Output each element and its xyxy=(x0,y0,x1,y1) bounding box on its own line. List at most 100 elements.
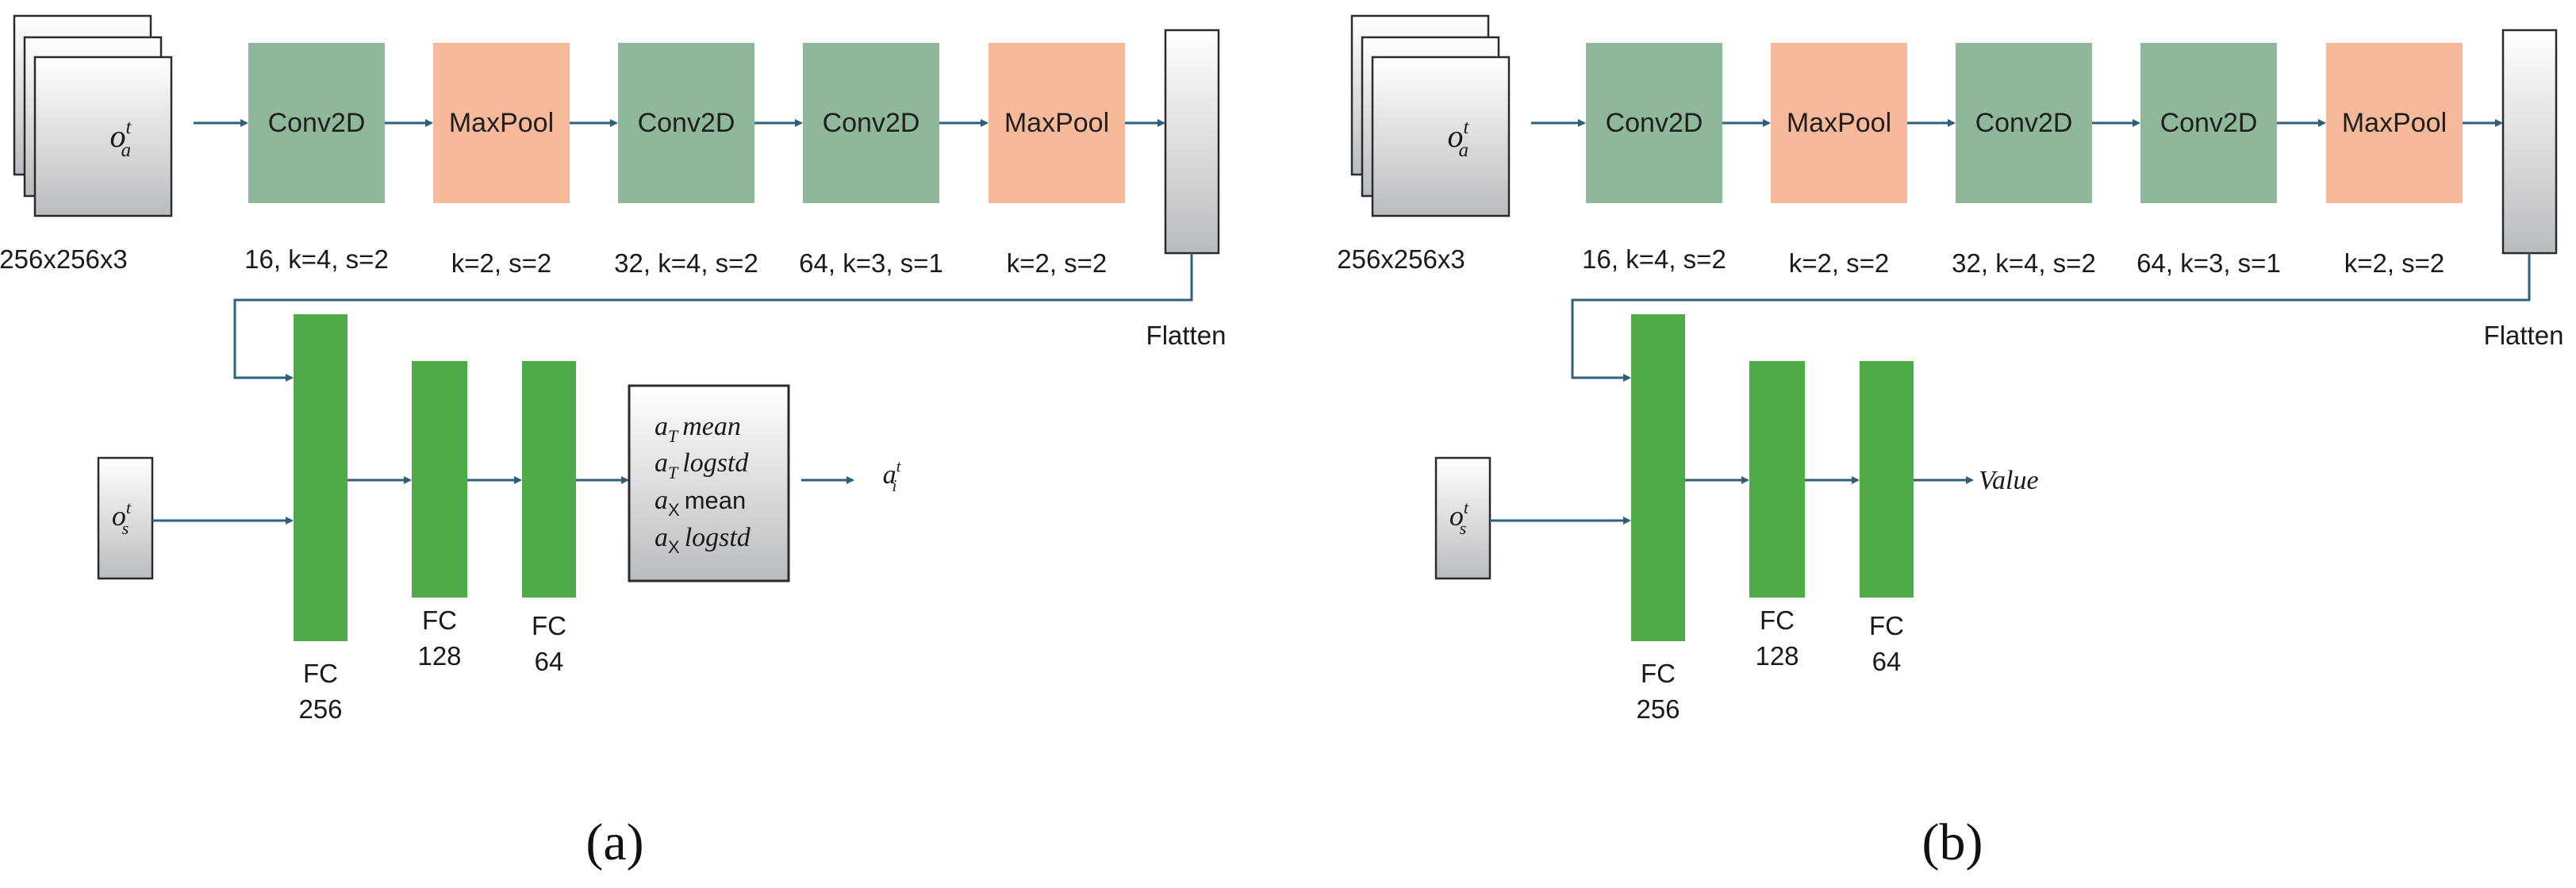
action-output-symbol-superscript: t xyxy=(896,457,902,476)
fc-layer-128: FC 128 xyxy=(412,361,467,671)
head-symbol: a xyxy=(655,486,668,515)
cnn-block-2: MaxPool k=2, s=2 xyxy=(1771,43,1907,278)
fc-size: 256 xyxy=(1636,694,1680,724)
conv2d-name: Conv2D xyxy=(2160,108,2258,138)
fc-size: 64 xyxy=(535,647,564,676)
maxpool-name: MaxPool xyxy=(449,108,554,138)
layer-params-label: 64, k=3, s=1 xyxy=(2136,248,2281,278)
conv2d-box xyxy=(618,43,754,203)
state-input-symbol-subscript: s xyxy=(1460,518,1467,538)
image-input-symbol-subscript: a xyxy=(121,140,131,161)
flatten-label: Flatten xyxy=(1146,321,1227,350)
maxpool-box xyxy=(989,43,1125,203)
head-symbol: a xyxy=(655,448,668,478)
head-subscript: X xyxy=(668,537,680,557)
conv2d-name: Conv2D xyxy=(1606,108,1703,138)
fc-size: 128 xyxy=(1755,641,1799,671)
fc-bar xyxy=(1860,361,1914,598)
image-frame-2 xyxy=(33,56,173,217)
layer-params-label: k=2, s=2 xyxy=(1789,248,1890,278)
fc-size: 256 xyxy=(298,694,342,724)
fc-bar xyxy=(412,361,467,598)
fc-bar xyxy=(294,314,347,641)
panel-caption: (a) xyxy=(585,813,643,871)
image-input-stack xyxy=(13,14,173,217)
flatten-box xyxy=(2501,29,2558,255)
layer-params-label: 16, k=4, s=2 xyxy=(244,244,389,274)
fc-layer-128: FC 128 xyxy=(1749,361,1805,671)
input-size-label: 256x256x3 xyxy=(0,244,128,274)
state-input-symbol-subscript: s xyxy=(122,518,129,538)
cnn-block-1: Conv2D 16, k=4, s=2 xyxy=(1582,43,1726,274)
fc-size: 128 xyxy=(417,641,461,671)
maxpool-name: MaxPool xyxy=(1787,108,1891,138)
head-quantity: mean xyxy=(682,412,741,441)
cnn-block-5: MaxPool k=2, s=2 xyxy=(2326,43,2463,278)
action-output-symbol-symbol: a xyxy=(883,460,896,490)
layer-params-label: 64, k=3, s=1 xyxy=(799,248,943,278)
head-quantity: logstd xyxy=(685,523,751,552)
fc-name: FC xyxy=(1869,611,1904,640)
head-subscript: X xyxy=(668,500,680,520)
state-input-symbol-superscript: t xyxy=(126,498,132,517)
head-subscript: T xyxy=(668,426,679,446)
layer-params-label: k=2, s=2 xyxy=(2344,248,2445,278)
value-output-label: Value xyxy=(1979,466,2039,495)
fc-name: FC xyxy=(303,659,338,688)
conv2d-name: Conv2D xyxy=(1975,108,2073,138)
conv2d-box xyxy=(803,43,939,203)
conv2d-box xyxy=(1586,43,1722,203)
layer-params-label: 16, k=4, s=2 xyxy=(1582,244,1726,274)
panel-caption: (b) xyxy=(1922,813,1983,871)
state-input-box xyxy=(1434,456,1491,580)
fc-name: FC xyxy=(1760,605,1795,635)
conv2d-box xyxy=(1956,43,2092,203)
action-output-symbol-subscript: i xyxy=(893,476,897,495)
fc-bar xyxy=(522,361,576,598)
state-input-symbol-symbol: o xyxy=(1449,500,1464,532)
fc-layer-64: FC 64 xyxy=(522,361,576,676)
conv2d-name: Conv2D xyxy=(823,108,920,138)
arrow-flatten-to-fc xyxy=(233,253,1193,382)
fc-bar xyxy=(1631,314,1685,641)
conv2d-name: Conv2D xyxy=(268,108,366,138)
input-size-label: 256x256x3 xyxy=(1337,244,1465,274)
state-input-symbol-superscript: t xyxy=(1464,498,1469,517)
layer-params-label: 32, k=4, s=2 xyxy=(614,248,758,278)
fc-name: FC xyxy=(532,611,566,640)
head-symbol: a xyxy=(655,523,668,552)
head-quantity: logstd xyxy=(682,448,749,478)
maxpool-name: MaxPool xyxy=(2342,108,2447,138)
fc-name: FC xyxy=(422,605,457,635)
cnn-block-1: Conv2D 16, k=4, s=2 xyxy=(244,43,389,274)
image-input-symbol-subscript: a xyxy=(1459,140,1468,161)
state-input-box xyxy=(97,456,154,580)
fc-layer-256: FC 256 xyxy=(294,314,347,724)
head-subscript: T xyxy=(668,463,679,482)
head-quantity: mean xyxy=(685,486,747,514)
policy-head-box xyxy=(628,384,790,582)
conv2d-box xyxy=(248,43,385,203)
layer-params-label: 32, k=4, s=2 xyxy=(1952,248,2096,278)
image-input-symbol-symbol: o xyxy=(110,118,126,154)
image-input-symbol-superscript: t xyxy=(1464,117,1470,138)
image-input-symbol-superscript: t xyxy=(126,117,132,138)
image-frame-2 xyxy=(1371,56,1511,217)
cnn-block-4: Conv2D 64, k=3, s=1 xyxy=(799,43,943,278)
